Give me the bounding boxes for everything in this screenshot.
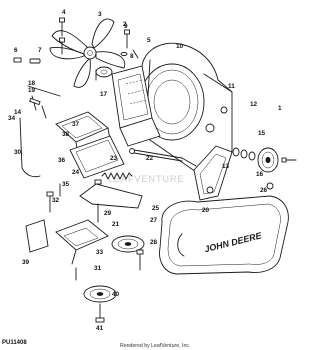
tension-spring bbox=[101, 172, 133, 180]
callout-27: 27 bbox=[150, 217, 158, 224]
callout-10: 10 bbox=[176, 43, 184, 50]
watermark: LEAFVENTURE bbox=[108, 174, 185, 184]
callout-22: 22 bbox=[146, 155, 154, 162]
idler-arm bbox=[79, 179, 143, 223]
callout-26: 26 bbox=[260, 187, 268, 194]
long-rod bbox=[129, 148, 197, 167]
drive-pulley bbox=[257, 147, 279, 173]
callout-34: 34 bbox=[8, 115, 16, 122]
callout-14: 14 bbox=[14, 109, 22, 116]
pulley-spacers bbox=[232, 147, 297, 190]
callout-35: 35 bbox=[62, 181, 70, 188]
callout-18: 18 bbox=[28, 80, 36, 87]
callout-8: 8 bbox=[130, 53, 134, 60]
callout-13: 13 bbox=[222, 163, 230, 170]
callout-37: 37 bbox=[72, 121, 80, 128]
belt-shield: JOHN DEERE bbox=[159, 195, 289, 275]
callout-29: 29 bbox=[104, 210, 112, 217]
callout-19: 19 bbox=[28, 87, 36, 94]
callout-25: 25 bbox=[152, 205, 160, 212]
callout-11: 11 bbox=[228, 83, 235, 90]
lower-hardware bbox=[46, 183, 144, 281]
exploded-parts-diagram: LEAFVENTURE bbox=[2, 9, 297, 349]
callout-20: 20 bbox=[202, 207, 210, 214]
callout-31: 31 bbox=[94, 265, 102, 272]
callout-12: 12 bbox=[250, 101, 258, 108]
fan-pulley bbox=[95, 66, 113, 78]
callout-36: 36 bbox=[58, 157, 66, 164]
callout-labels: 1 2 3 4 5 6 7 8 9 10 11 12 13 14 15 16 1… bbox=[8, 9, 282, 332]
callout-30: 30 bbox=[14, 149, 22, 156]
support-rods bbox=[19, 85, 61, 178]
credit-line: Rendered by LeafVenture, Inc. bbox=[120, 343, 190, 349]
callout-41: 41 bbox=[96, 325, 104, 332]
callout-16: 16 bbox=[256, 171, 264, 178]
belt-guide-bracket bbox=[55, 219, 109, 265]
chute-adapter bbox=[119, 117, 161, 147]
callout-39: 39 bbox=[22, 259, 30, 266]
callout-21: 21 bbox=[112, 221, 120, 228]
callout-6: 6 bbox=[14, 47, 18, 54]
callout-1: 1 bbox=[278, 105, 282, 112]
callout-24: 24 bbox=[72, 169, 80, 176]
top-left-bolts bbox=[13, 17, 139, 81]
callout-5: 5 bbox=[147, 37, 151, 44]
callout-15: 15 bbox=[258, 130, 266, 137]
guard-frame bbox=[69, 135, 125, 179]
callout-23: 23 bbox=[110, 155, 118, 162]
callout-3: 3 bbox=[98, 11, 102, 18]
callout-28: 28 bbox=[150, 239, 158, 246]
figure-code: PU11408 bbox=[2, 340, 27, 346]
callout-7: 7 bbox=[38, 47, 42, 54]
callout-4: 4 bbox=[62, 9, 66, 16]
callout-38: 38 bbox=[62, 131, 70, 138]
drive-arm bbox=[193, 145, 233, 201]
bottom-pulley bbox=[83, 285, 117, 323]
callout-40: 40 bbox=[112, 291, 120, 298]
idler-pulley bbox=[111, 235, 145, 253]
fan-blade-assembly bbox=[49, 18, 126, 88]
callout-17: 17 bbox=[100, 91, 108, 98]
callout-2: 2 bbox=[123, 21, 127, 28]
callout-9: 9 bbox=[124, 23, 128, 30]
blower-housing bbox=[139, 42, 233, 174]
callout-33: 33 bbox=[96, 249, 104, 256]
callout-32: 32 bbox=[52, 197, 60, 204]
lower-shield-plate bbox=[25, 219, 49, 253]
